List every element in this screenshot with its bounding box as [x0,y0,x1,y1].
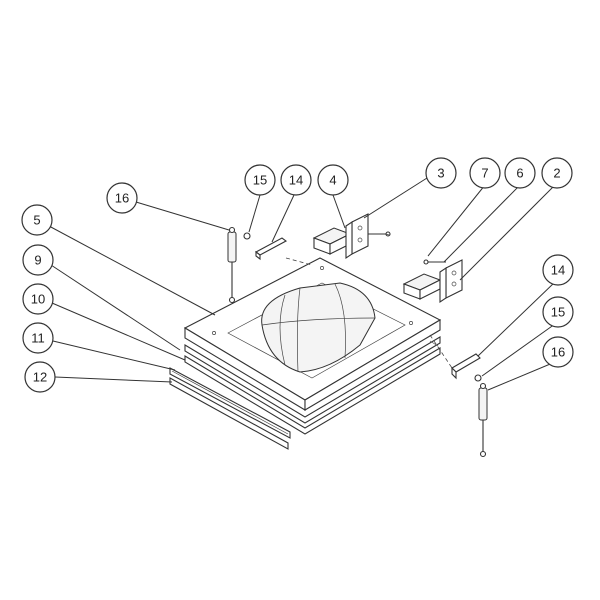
hinge-plate-3 [345,213,391,260]
callout-label: 9 [34,253,41,268]
callout-label: 14 [289,173,303,188]
callout-label: 4 [329,173,336,188]
callout-label: 6 [516,166,523,181]
callout-label: 16 [551,345,565,360]
callout-14-bottom: 14 [542,254,574,286]
edge-strips [169,367,291,450]
frame-layers [184,336,441,435]
callout-label: 14 [551,263,565,278]
callout-12: 12 [24,361,56,393]
callout-label: 3 [437,166,444,181]
callout-label: 11 [31,331,45,346]
gas-strut-left [227,226,237,304]
callout-label: 2 [553,166,560,181]
callout-16-bottom: 16 [542,336,574,368]
callout-15-bottom: 15 [542,296,574,328]
leader-lines [48,177,556,391]
alignment-line [285,257,313,266]
callout-label: 15 [551,305,565,320]
callout-label: 12 [33,370,47,385]
callout-16-top: 16 [106,182,138,214]
callout-9: 9 [22,244,54,276]
washer-right [474,374,482,382]
gas-strut-right [478,382,488,458]
callout-11: 11 [22,322,54,354]
callout-2: 2 [541,157,573,189]
lid-panel [183,257,442,411]
callout-5: 5 [21,204,53,236]
bracket-right [451,353,481,380]
callout-label: 10 [31,292,45,307]
callout-label: 5 [33,213,40,228]
callout-3: 3 [425,157,457,189]
callout-7: 7 [469,157,501,189]
bracket-left [254,237,288,261]
callout-label: 16 [115,191,129,206]
washer-left [243,232,251,240]
callout-label: 7 [481,166,488,181]
callout-10: 10 [22,283,54,315]
callout-15-top: 15 [244,164,276,196]
callout-label: 15 [253,173,267,188]
callout-6: 6 [504,157,536,189]
block-part-4 [312,227,352,255]
callout-4: 4 [317,164,349,196]
hinge-plate-2 [423,259,463,304]
alignment-line [385,233,393,237]
callout-14-top: 14 [280,164,312,196]
block-part-7 [402,273,442,300]
